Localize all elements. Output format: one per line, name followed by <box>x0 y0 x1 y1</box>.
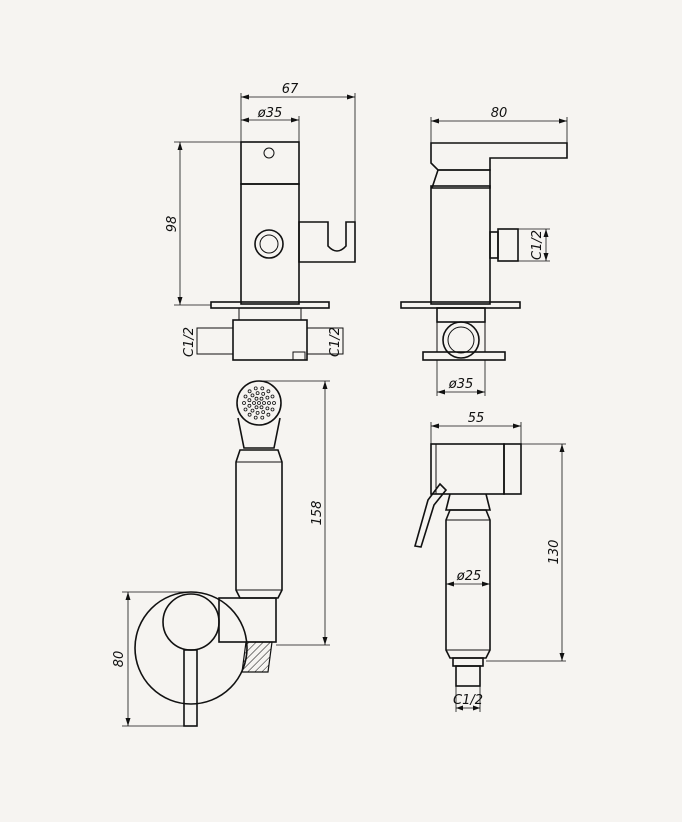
nozzle-hole <box>255 410 260 415</box>
nozzle-hole <box>247 403 252 408</box>
nozzle-hole <box>255 391 260 396</box>
shower-trigger-lever <box>413 482 448 548</box>
front-flange-collar <box>238 307 302 321</box>
nozzle-hole <box>250 408 255 413</box>
nozzle-hole <box>266 389 271 394</box>
side-valve-body <box>430 185 491 305</box>
hand-shower-view <box>413 443 522 687</box>
side-wall-flange <box>400 301 521 309</box>
front-outlet-nut-outer <box>254 229 284 259</box>
front-cap-indicator <box>263 147 275 159</box>
side-view <box>400 142 568 361</box>
front-thread-right-label: C1/2 <box>328 327 343 357</box>
side-width-label: 80 <box>491 106 508 121</box>
sprayer-height-label: 158 <box>310 501 325 526</box>
sprayer-neck <box>237 417 281 449</box>
side-box-base <box>422 351 506 361</box>
front-view-dimensions <box>174 93 356 354</box>
nozzle-hole <box>265 395 270 400</box>
nozzle-hole <box>247 412 252 417</box>
shower-height-label: 130 <box>547 540 562 565</box>
shower-diameter-label: ø25 <box>456 569 482 584</box>
sprayer-nozzle-holes <box>242 386 276 420</box>
sprayer-hose-connector <box>241 641 273 673</box>
nozzle-hole <box>247 398 252 403</box>
side-diameter-label: ø35 <box>448 377 474 392</box>
front-box-tab <box>292 351 306 361</box>
front-height-label: 98 <box>165 216 180 233</box>
nozzle-hole <box>247 389 252 394</box>
nozzle-hole <box>253 386 258 391</box>
hand-shower-dimensions <box>430 422 566 712</box>
shower-thread <box>455 665 481 687</box>
sprayer-assembly-view <box>134 380 283 727</box>
nozzle-hole <box>265 406 270 411</box>
nozzle-hole <box>259 405 264 410</box>
side-outlet-thread <box>497 228 519 262</box>
nozzle-hole <box>243 407 248 412</box>
nozzle-hole <box>253 415 258 420</box>
nozzle-hole <box>254 405 259 410</box>
front-wall-flange <box>210 301 330 309</box>
side-box-neck <box>436 307 486 323</box>
flange-diameter-label: 80 <box>112 651 127 668</box>
sprayer-assembly-dimensions <box>122 380 330 727</box>
front-wall-box <box>232 319 308 361</box>
shower-grip <box>445 509 491 659</box>
nozzle-hole <box>272 401 276 405</box>
sprayer-handle-knob <box>162 593 220 651</box>
nozzle-hole <box>260 386 265 391</box>
nozzle-hole <box>267 401 271 405</box>
nozzle-hole <box>270 407 275 412</box>
nozzle-hole <box>243 394 248 399</box>
front-thread-left-label: C1/2 <box>182 327 197 357</box>
front-thread-left <box>196 327 234 355</box>
side-outlet-ring-inner <box>447 326 475 354</box>
sprayer-head <box>236 380 282 426</box>
side-outlet-ring-outer <box>442 321 480 359</box>
sprayer-grip <box>235 449 283 599</box>
shower-head-face <box>503 443 522 495</box>
front-width-label: 67 <box>282 82 299 97</box>
nozzle-hole <box>262 401 266 405</box>
sprayer-handle-lever <box>183 649 198 727</box>
nozzle-hole <box>260 415 265 420</box>
front-diameter-label: ø35 <box>257 106 283 121</box>
side-outlet-collar <box>489 231 499 259</box>
nozzle-hole <box>242 401 246 405</box>
nozzle-hole <box>266 412 271 417</box>
nozzle-hole <box>252 401 256 405</box>
shower-thread-label: C1/2 <box>453 693 483 708</box>
nozzle-hole <box>261 410 266 415</box>
front-hand-shower-holder <box>298 221 356 263</box>
nozzle-hole <box>261 391 266 396</box>
nozzle-hole <box>250 393 255 398</box>
side-view-dimensions <box>430 117 568 396</box>
nozzle-hole <box>270 394 275 399</box>
side-handle-lever <box>430 142 568 171</box>
front-valve-body <box>240 183 300 305</box>
shower-neck <box>444 493 492 511</box>
nozzle-hole <box>254 396 259 401</box>
nozzle-hole <box>257 401 261 405</box>
shower-width-label: 55 <box>468 411 485 426</box>
nozzle-hole <box>259 396 264 401</box>
sprayer-wall-flange <box>134 591 248 705</box>
side-thread-label: C1/2 <box>530 230 545 260</box>
shower-thread-collar <box>452 657 484 667</box>
front-outlet-nut-inner <box>259 234 279 254</box>
